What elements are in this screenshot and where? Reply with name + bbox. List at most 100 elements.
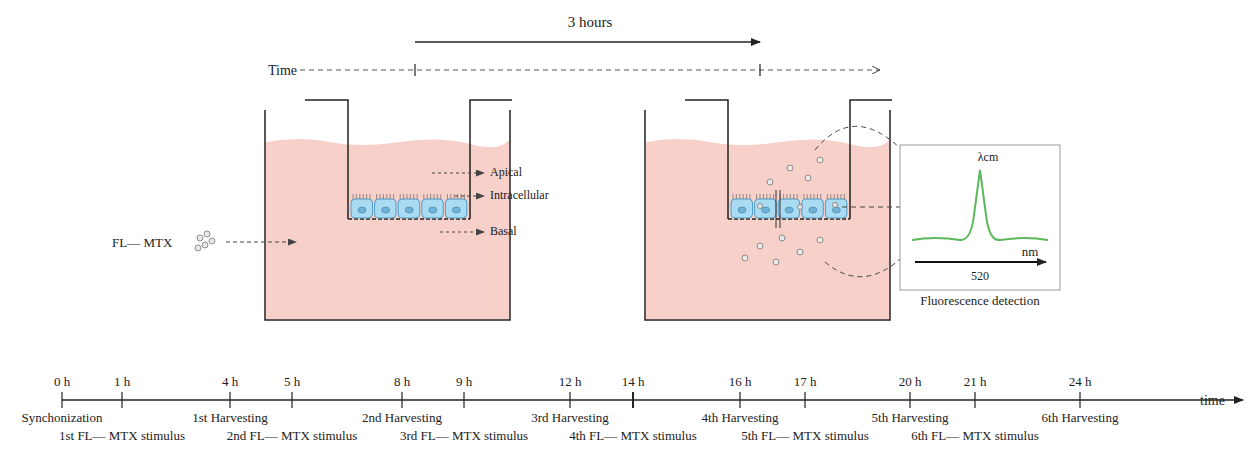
time-tick xyxy=(974,392,975,408)
cilium xyxy=(760,194,761,199)
cilium xyxy=(403,194,404,199)
cell xyxy=(351,199,373,218)
cilium xyxy=(817,194,818,199)
cilium xyxy=(417,194,418,199)
cilium xyxy=(376,194,377,199)
compartment-label: Intracellular xyxy=(490,189,549,202)
cell-nucleus xyxy=(452,207,460,213)
cell-nucleus xyxy=(738,207,746,213)
cilium xyxy=(844,194,845,199)
cilium xyxy=(770,194,771,199)
hour-label: 14 h xyxy=(622,375,645,389)
time-tick xyxy=(291,392,292,408)
harvest-label: 1st Harvesting xyxy=(192,411,267,425)
cell xyxy=(375,199,397,218)
time-tick xyxy=(739,392,740,408)
time-tick xyxy=(61,392,62,408)
cilium xyxy=(797,194,798,199)
cilium xyxy=(390,194,391,199)
stimulus-label: 2nd FL— MTX stimulus xyxy=(227,429,357,443)
hour-label: 8 h xyxy=(394,375,410,389)
cilium xyxy=(743,194,744,199)
hour-label: 16 h xyxy=(729,375,752,389)
cilium xyxy=(750,194,751,199)
step-label: Synchonization xyxy=(22,411,103,425)
time-tick xyxy=(804,392,805,408)
cilium xyxy=(353,194,354,199)
harvest-label: 5th Harvesting xyxy=(872,411,949,425)
harvest-label: 2nd Harvesting xyxy=(362,411,442,425)
cilium xyxy=(380,194,381,199)
cilium xyxy=(363,194,364,199)
cilium xyxy=(430,194,431,199)
hour-label: 21 h xyxy=(964,375,987,389)
cilium xyxy=(739,194,740,199)
stimulus-label: 4th FL— MTX stimulus xyxy=(569,429,697,443)
cilium xyxy=(834,194,835,199)
stimulus-label: 1st FL— MTX stimulus xyxy=(59,429,185,443)
cilium xyxy=(434,194,435,199)
time-tick xyxy=(401,392,402,408)
spectrum-label: 520 xyxy=(971,270,989,283)
cilium xyxy=(837,194,838,199)
cell xyxy=(445,199,467,218)
cilium xyxy=(370,194,371,199)
cell-nucleus xyxy=(832,207,840,213)
cilium xyxy=(413,194,414,199)
cilium xyxy=(803,194,804,199)
cilium xyxy=(366,194,367,199)
cilium xyxy=(400,194,401,199)
stimulus-label: 3rd FL— MTX stimulus xyxy=(400,429,528,443)
hour-label: 20 h xyxy=(899,375,922,389)
harvest-label: 4th Harvesting xyxy=(702,411,779,425)
hour-label: 17 h xyxy=(794,375,817,389)
cilium xyxy=(393,194,394,199)
cilium xyxy=(437,194,438,199)
hour-label: 24 h xyxy=(1069,375,1092,389)
cilium xyxy=(763,194,764,199)
cilium xyxy=(423,194,424,199)
cell xyxy=(422,199,444,218)
cilium xyxy=(773,194,774,199)
duration-label: 3 hours xyxy=(568,14,613,31)
cilium xyxy=(454,194,455,199)
compartment-label: Basal xyxy=(490,225,517,238)
cell xyxy=(731,199,753,218)
cilium xyxy=(450,194,451,199)
cell xyxy=(778,199,800,218)
spectrum-label: nm xyxy=(1022,245,1039,259)
cilium xyxy=(427,194,428,199)
cilium xyxy=(827,194,828,199)
cilium xyxy=(440,194,441,199)
cilium xyxy=(793,194,794,199)
hour-label: 0 h xyxy=(54,375,70,389)
cell-nucleus xyxy=(405,207,413,213)
cilium xyxy=(766,194,767,199)
cilium xyxy=(830,194,831,199)
harvest-label: 3rd Harvesting xyxy=(531,411,609,425)
cilium xyxy=(733,194,734,199)
cilium xyxy=(464,194,465,199)
cilium xyxy=(359,194,360,199)
cilium xyxy=(356,194,357,199)
cilium xyxy=(810,194,811,199)
cilium xyxy=(386,194,387,199)
cilium xyxy=(383,194,384,199)
compartment-label: Apical xyxy=(490,166,522,179)
cilium xyxy=(783,194,784,199)
detection-box: λcm520nmFluorescence detection xyxy=(900,145,1060,290)
cell xyxy=(398,199,420,218)
time-tick xyxy=(909,392,910,408)
cilium xyxy=(736,194,737,199)
time-tick xyxy=(121,392,122,408)
time-tick xyxy=(632,392,634,408)
cell xyxy=(755,199,777,218)
hour-label: 4 h xyxy=(222,375,238,389)
cilium xyxy=(841,194,842,199)
cilium xyxy=(447,194,448,199)
cell-nucleus xyxy=(358,207,366,213)
cell-nucleus xyxy=(785,207,793,213)
stimulus-label: 5th FL— MTX stimulus xyxy=(741,429,869,443)
cilium xyxy=(787,194,788,199)
hour-label: 5 h xyxy=(284,375,300,389)
